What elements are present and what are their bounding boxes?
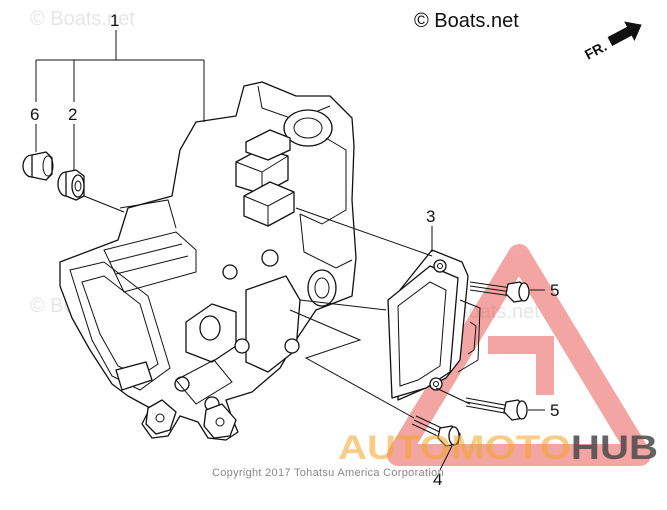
brand-watermark: © Boats.net (414, 10, 519, 32)
callout-1: 1 (110, 11, 119, 30)
callout-6: 6 (30, 105, 39, 124)
callout-4: 4 (433, 470, 442, 489)
leader-lines (35, 30, 545, 471)
arrow-right-icon (607, 21, 642, 46)
front-direction-label: FR. (582, 38, 609, 63)
callout-3: 3 (426, 207, 435, 226)
part-5-bolt-upper (469, 281, 530, 303)
part-2-grommet (57, 169, 85, 201)
part-6-plug (22, 151, 54, 181)
callout-5-upper: 5 (550, 281, 559, 300)
part-3-control-module (387, 249, 481, 401)
front-direction-arrow: FR. (582, 21, 642, 63)
watermark-top-left: © Boats.net (30, 8, 135, 30)
part-5-bolt-lower (465, 397, 528, 421)
part-4-bolt (411, 415, 461, 447)
callout-5-lower: 5 (550, 401, 559, 420)
callout-2: 2 (68, 105, 77, 124)
bracket-housing (59, 81, 357, 441)
copyright-text: Copyright 2017 Tohatsu America Corporati… (212, 467, 444, 479)
